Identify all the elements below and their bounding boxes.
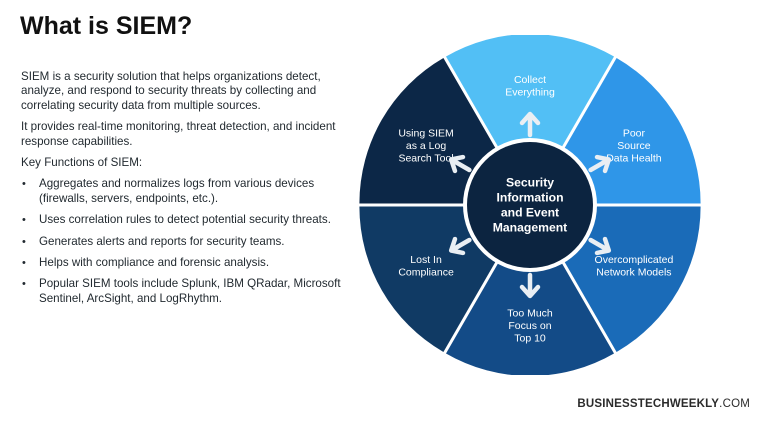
function-text: Popular SIEM tools include Splunk, IBM Q… [39, 277, 341, 305]
function-text: Aggregates and normalizes logs from vari… [39, 177, 315, 205]
page-title: What is SIEM? [20, 12, 193, 40]
intro-paragraph-1: SIEM is a security solution that helps o… [21, 70, 321, 112]
description-column: SIEM is a security solution that helps o… [21, 70, 343, 313]
bullet-icon: • [22, 235, 26, 248]
function-text: Generates alerts and reports for securit… [39, 234, 285, 248]
function-item: • Popular SIEM tools include Splunk, IBM … [21, 277, 343, 306]
arrow-icon [519, 111, 541, 138]
function-text: Uses correlation rules to detect potenti… [39, 213, 331, 227]
functions-heading: Key Functions of SIEM: [21, 156, 143, 170]
brand-suffix: .COM [719, 398, 750, 410]
bullet-icon: • [22, 257, 26, 270]
bullet-icon: • [22, 178, 26, 191]
function-item: • Helps with compliance and forensic anal… [21, 256, 343, 270]
arrow-icon [588, 236, 612, 256]
bullet-icon: • [22, 278, 26, 291]
function-item: • Aggregates and normalizes logs from var… [21, 177, 343, 206]
arrow-icon [448, 154, 472, 174]
function-item: • Uses correlation rules to detect potent… [21, 213, 343, 227]
bullet-icon: • [22, 214, 26, 227]
function-item: • Generates alerts and reports for securi… [21, 235, 343, 249]
hub-circle [467, 142, 593, 268]
arrow-icon [588, 154, 612, 174]
function-text: Helps with compliance and forensic analy… [39, 256, 270, 270]
intro-paragraph-2: It provides real-time monitoring, threat… [21, 120, 336, 148]
brand-name: BUSINESSTECHWEEKLY [577, 398, 720, 410]
arrow-icon [519, 272, 541, 299]
arrow-icon [448, 236, 472, 256]
functions-list: • Aggregates and normalizes logs from var… [21, 177, 343, 306]
brand-footer: BUSINESSTECHWEEKLY.COM [577, 398, 750, 410]
